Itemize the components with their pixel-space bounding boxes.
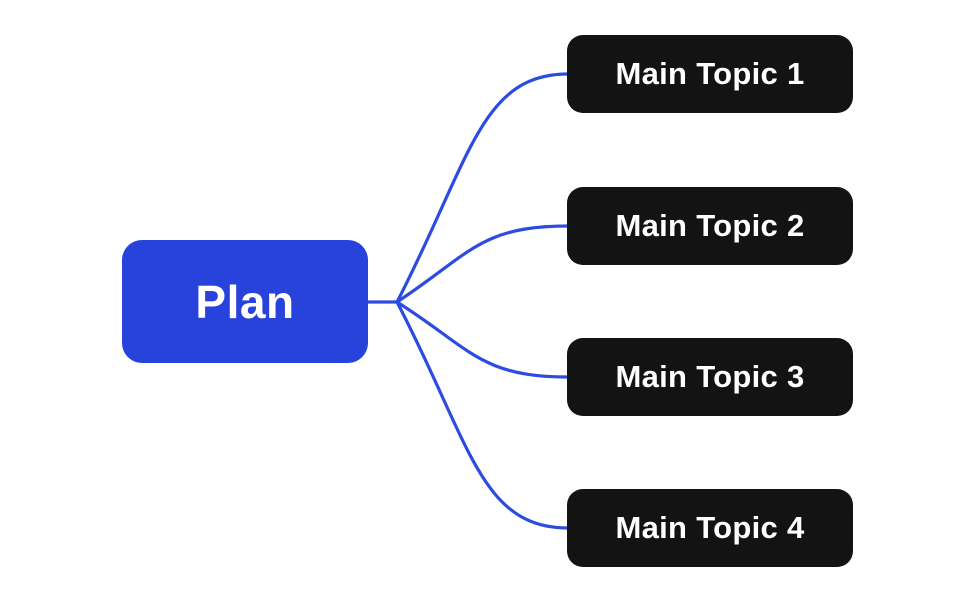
connector-topic-4 — [395, 300, 570, 530]
topic-node-4[interactable]: Main Topic 4 — [567, 489, 853, 567]
root-node-plan[interactable]: Plan — [122, 240, 368, 363]
connector-topic-3 — [395, 300, 570, 379]
topic-node-4-label: Main Topic 4 — [615, 510, 805, 545]
topic-node-3-label: Main Topic 3 — [615, 359, 805, 394]
topic-node-2[interactable]: Main Topic 2 — [567, 187, 853, 265]
topic-node-2-label: Main Topic 2 — [615, 208, 805, 243]
topic-node-1[interactable]: Main Topic 1 — [567, 35, 853, 113]
connector-topic-1 — [395, 72, 570, 304]
root-node-label: Plan — [195, 275, 295, 328]
connector-topic-2 — [395, 224, 570, 304]
topic-node-1-label: Main Topic 1 — [615, 56, 805, 91]
topic-node-3[interactable]: Main Topic 3 — [567, 338, 853, 416]
